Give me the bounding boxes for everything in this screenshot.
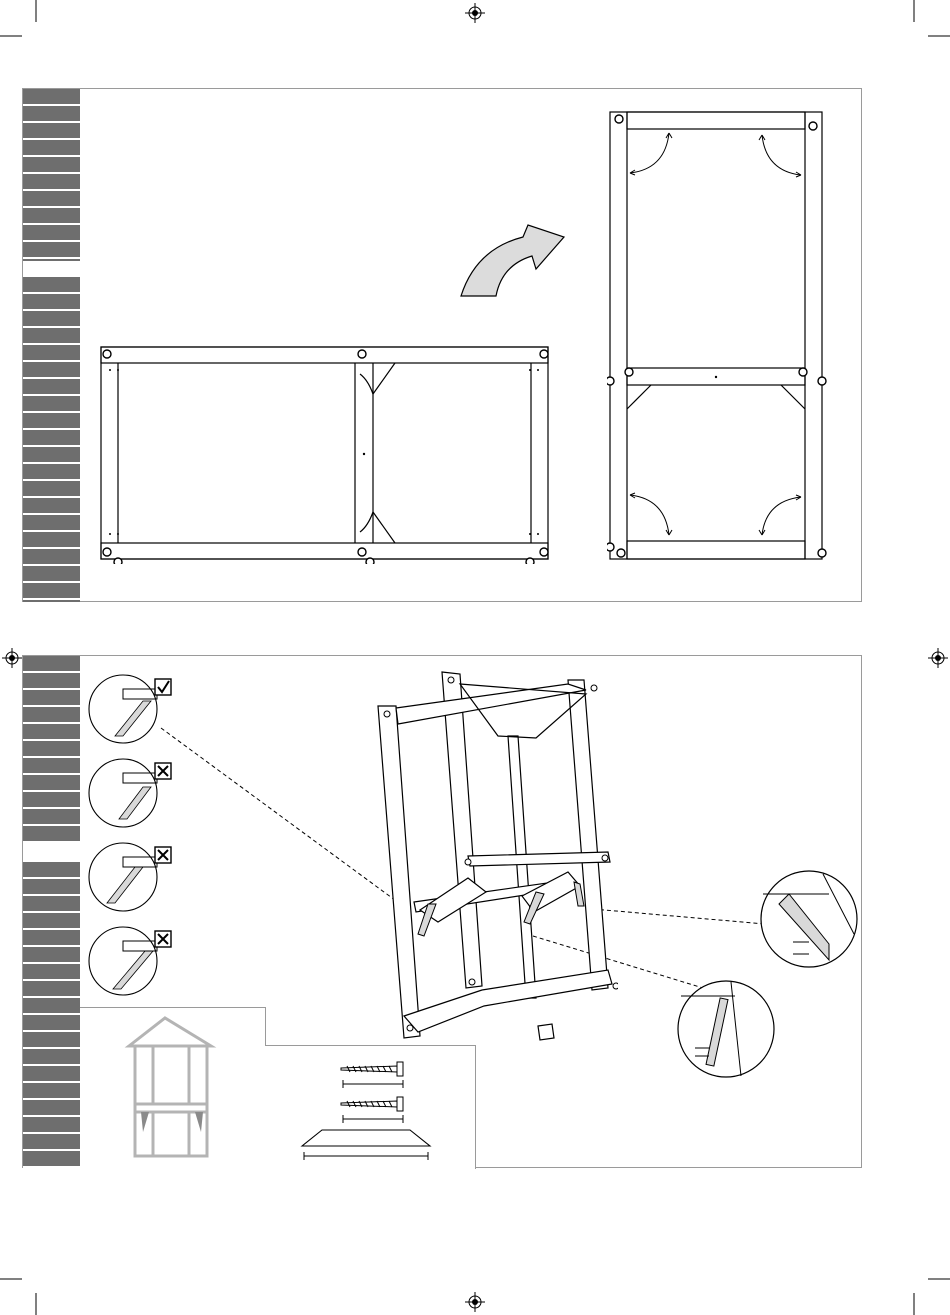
frame-upright-icon <box>607 109 827 564</box>
screw-icon-2 <box>333 1091 413 1125</box>
brace-detail-right <box>759 864 859 974</box>
registration-mark-bottom <box>465 1292 485 1312</box>
step-a-panel <box>22 88 862 602</box>
screw-icon <box>333 1056 413 1090</box>
registration-mark-right <box>928 648 948 668</box>
brace-detail-bottom <box>675 978 777 1080</box>
step-b-panel <box>22 655 862 1168</box>
tower-preview-icon <box>123 1016 243 1166</box>
registration-mark-left <box>2 648 22 668</box>
tower-frame-assembly <box>358 666 618 1058</box>
diagonal-brace-icon <box>298 1126 443 1162</box>
step-a-side-strip-bottom <box>23 277 80 602</box>
registration-mark-top <box>465 3 485 23</box>
frame-flat-icon <box>98 344 553 564</box>
step-a-side-strip-top <box>23 89 80 261</box>
rotate-arrow-icon <box>458 199 568 299</box>
